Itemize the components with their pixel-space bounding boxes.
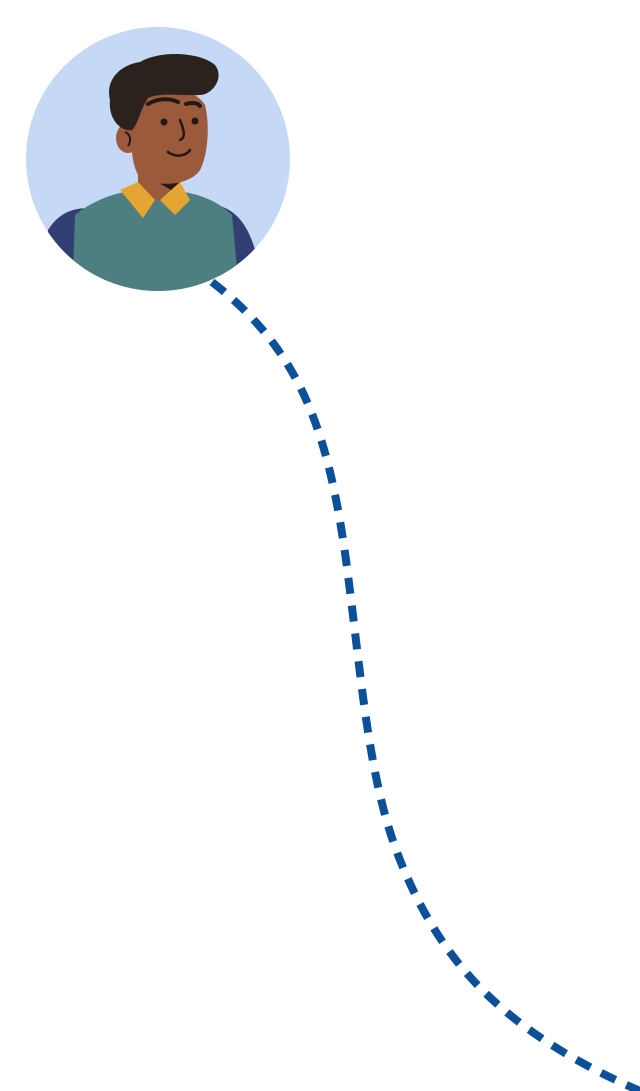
dashed-path-icon xyxy=(209,278,640,1091)
avatar xyxy=(26,27,290,291)
smile xyxy=(166,148,192,157)
head xyxy=(131,87,208,184)
hair xyxy=(109,54,219,131)
eyebrow-right xyxy=(184,100,202,108)
eye-left xyxy=(160,118,168,126)
collar-left xyxy=(120,182,155,218)
sweater xyxy=(72,189,240,291)
eyebrow xyxy=(146,97,180,106)
nose xyxy=(178,118,185,142)
ear-detail xyxy=(124,131,132,147)
collar-right xyxy=(160,182,190,215)
eye-right xyxy=(191,117,199,125)
